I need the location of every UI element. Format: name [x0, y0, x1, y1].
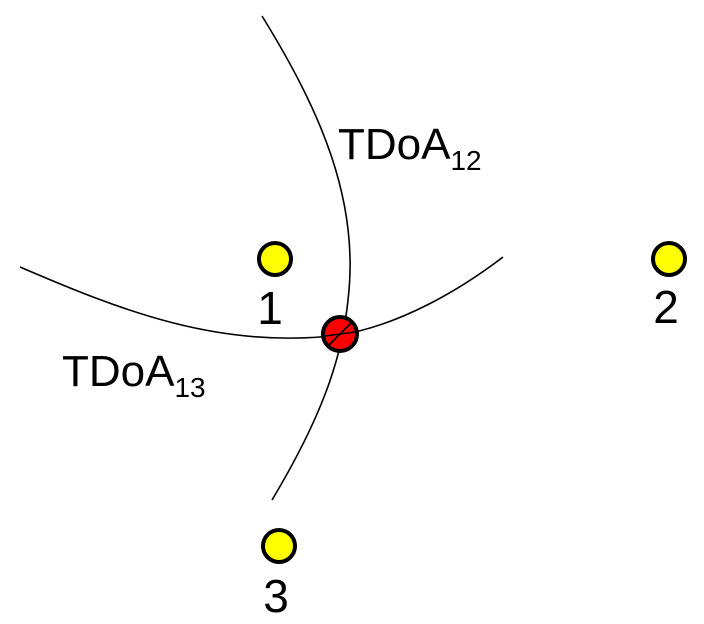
tdoa13-curve: [19, 256, 504, 339]
receiver-3-marker: [261, 528, 297, 564]
tdoa12-curve: [261, 15, 351, 501]
receiver-3-label: 3: [263, 570, 289, 622]
receiver-1-label: 1: [257, 282, 283, 334]
tdoa13-label: TDoA13: [62, 347, 206, 403]
receiver-2-label: 2: [653, 281, 679, 333]
tdoa12-label: TDoA12: [338, 120, 482, 176]
emitter-marker: [321, 315, 359, 353]
receiver-2-marker: [651, 241, 687, 277]
receiver-1-marker: [257, 241, 293, 277]
